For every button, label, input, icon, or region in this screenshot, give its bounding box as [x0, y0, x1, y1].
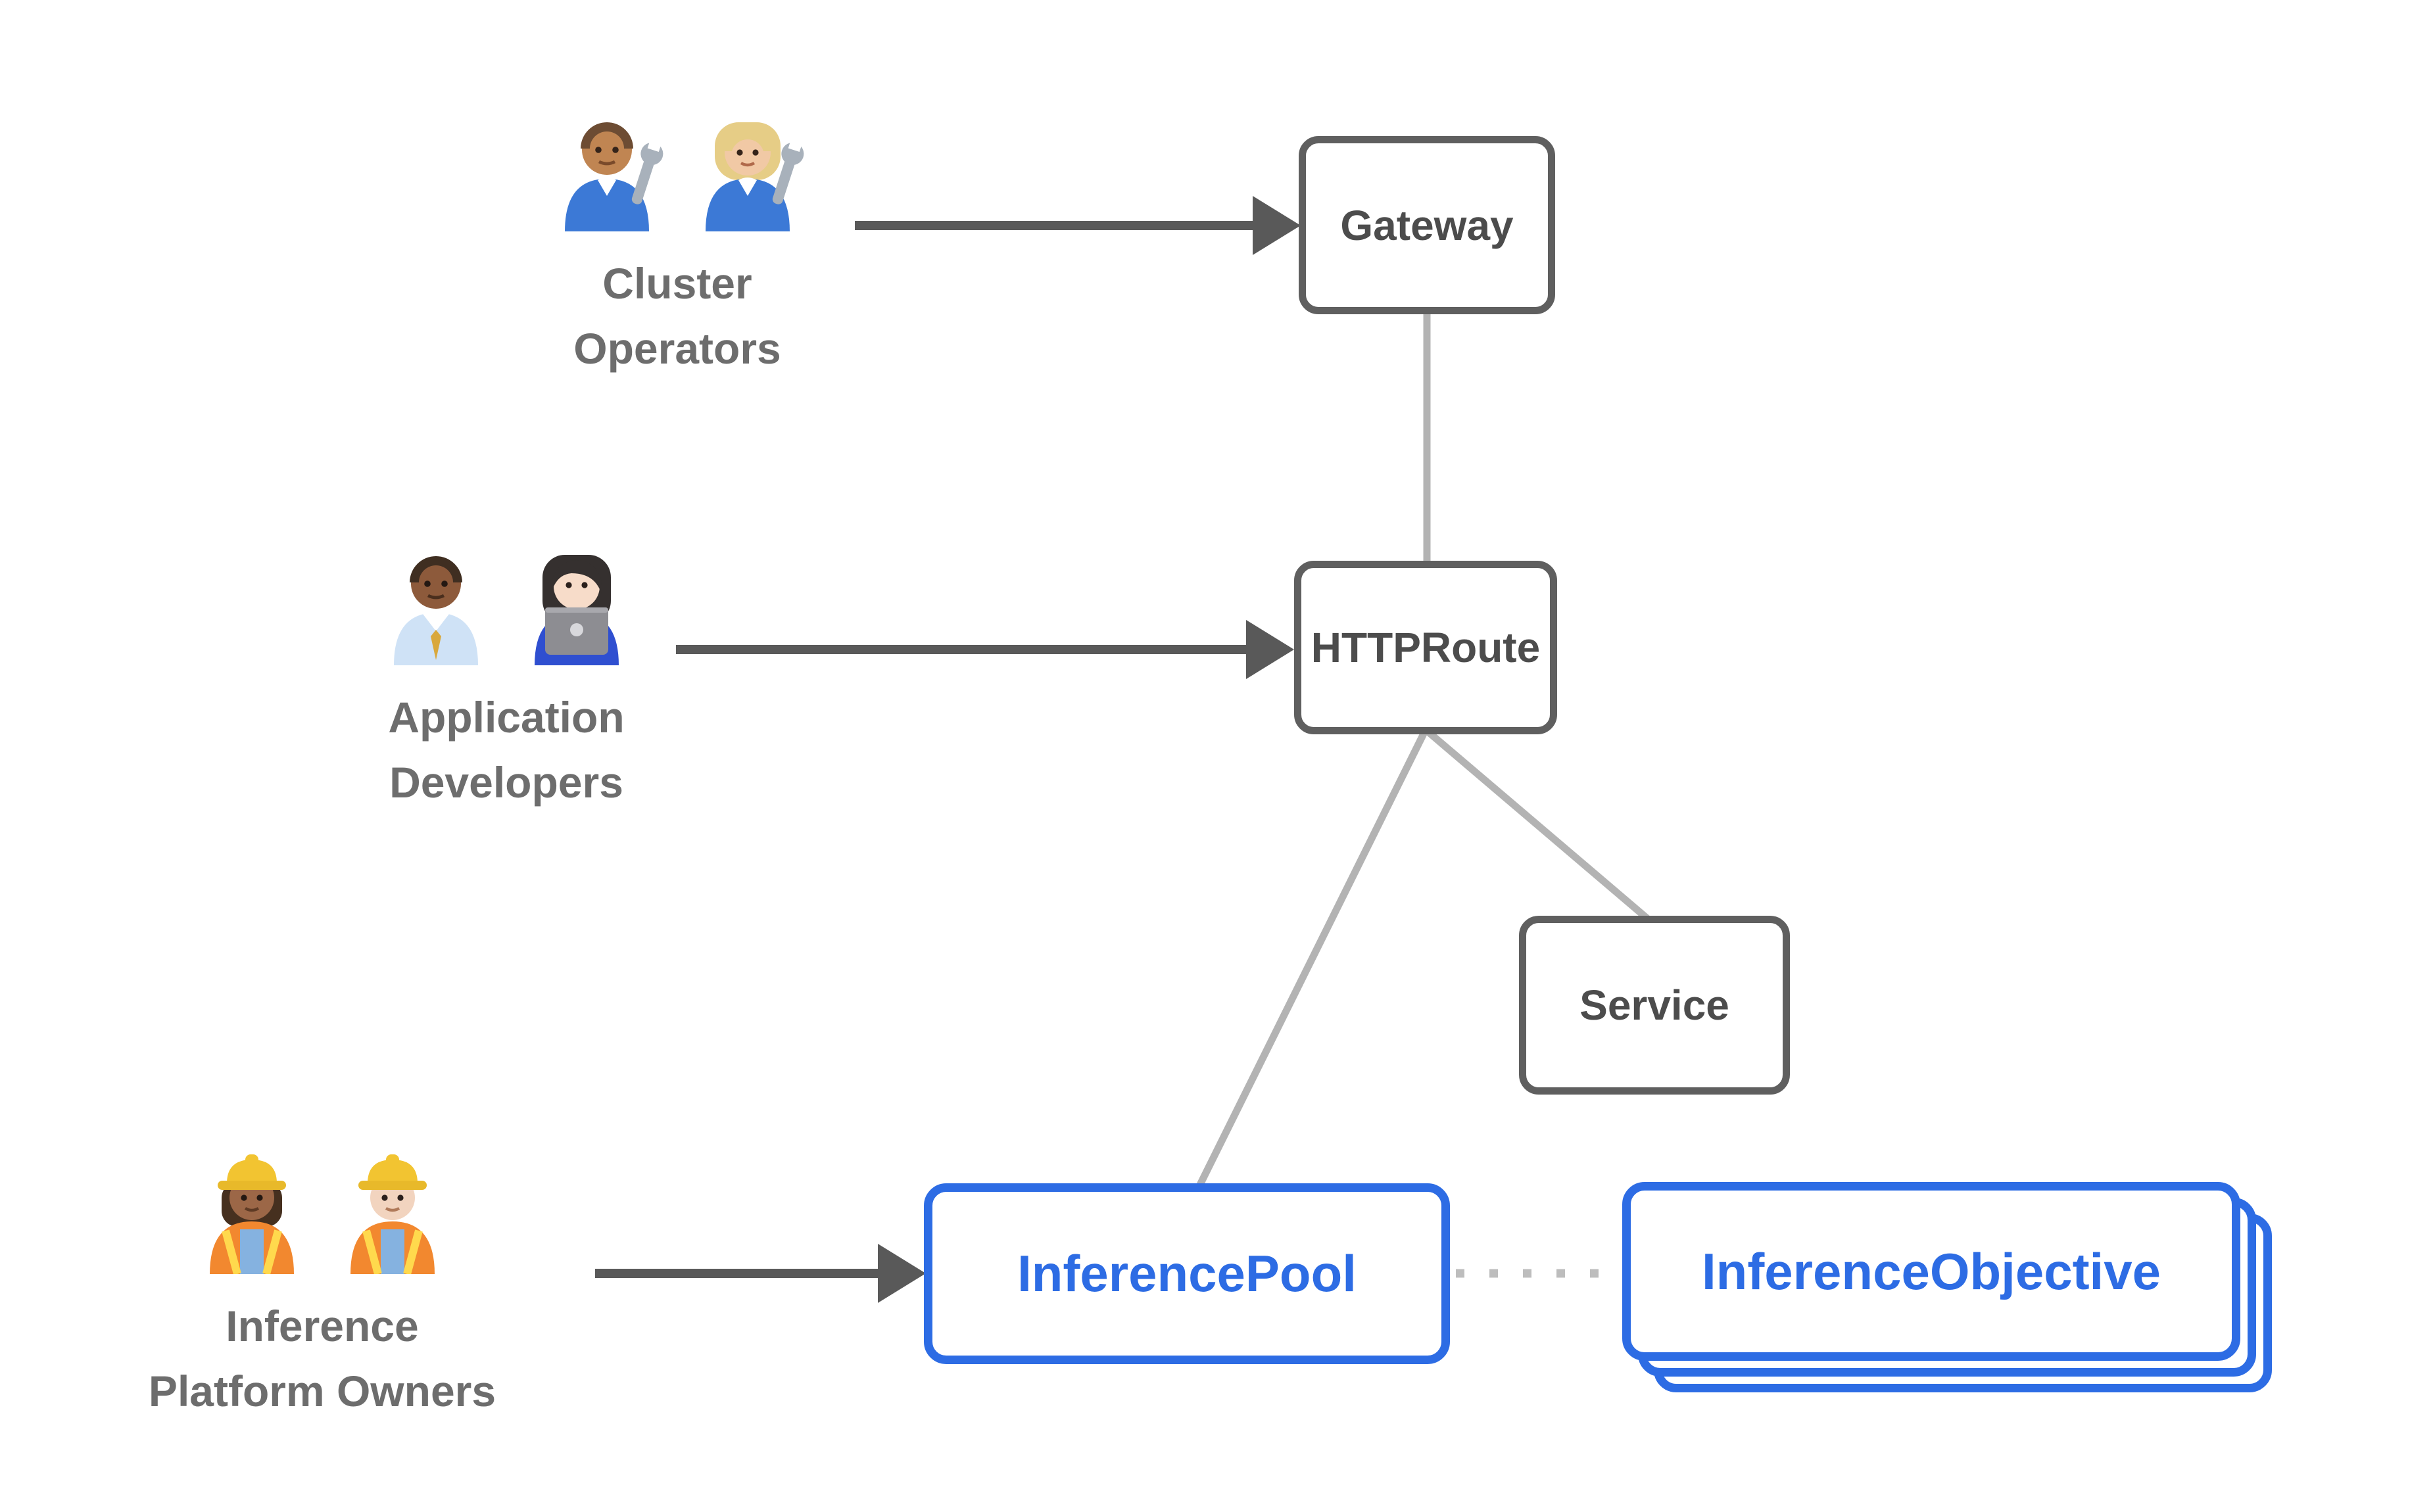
node-httproute: HTTPRoute — [1294, 561, 1557, 734]
woman-construction-worker-icon — [210, 1154, 294, 1274]
persona-application-developers: Application Developers — [296, 534, 717, 815]
arrow-application-developers-to-httproute — [676, 620, 1294, 679]
node-gateway: Gateway — [1299, 136, 1555, 314]
application-developers-label: Application Developers — [296, 685, 717, 815]
man-mechanic-icon — [565, 122, 663, 231]
cluster-operators-emojis — [460, 100, 894, 231]
inferenceobjective-label: InferenceObjective — [1702, 1242, 2161, 1300]
cluster-operators-label-line2: Operators — [573, 324, 781, 373]
woman-technologist-icon — [535, 555, 619, 665]
link-httproute-service — [1423, 726, 1650, 922]
service-label: Service — [1579, 981, 1729, 1029]
link-httproute-inferencepool — [1197, 728, 1429, 1187]
persona-cluster-operators: Cluster Operators — [460, 100, 894, 381]
httproute-label: HTTPRoute — [1311, 624, 1541, 671]
woman-mechanic-icon — [706, 122, 804, 231]
application-developers-emojis — [296, 534, 717, 665]
inference-platform-owners-label-line2: Platform Owners — [148, 1367, 496, 1415]
application-developers-label-line2: Developers — [389, 758, 623, 807]
node-inferencepool: InferencePool — [924, 1183, 1450, 1364]
cluster-operators-label-line1: Cluster — [602, 259, 752, 308]
node-inferenceobjective-stack: InferenceObjective — [1622, 1182, 2273, 1394]
inferencepool-label: InferencePool — [1017, 1244, 1357, 1302]
man-construction-worker-icon — [350, 1154, 435, 1274]
inference-platform-owners-emojis — [99, 1143, 546, 1274]
application-developers-label-line1: Application — [388, 693, 625, 742]
inference-platform-owners-label-line1: Inference — [226, 1302, 419, 1350]
node-service: Service — [1519, 916, 1790, 1095]
man-office-worker-icon — [394, 556, 478, 665]
gateway-label: Gateway — [1340, 201, 1514, 249]
node-inferenceobjective: InferenceObjective — [1622, 1182, 2240, 1361]
arrow-cluster-operators-to-gateway — [855, 196, 1301, 255]
inference-platform-owners-label: Inference Platform Owners — [99, 1294, 546, 1424]
cluster-operators-label: Cluster Operators — [460, 251, 894, 381]
arrow-inference-platform-owners-to-inferencepool — [595, 1244, 926, 1303]
persona-inference-platform-owners: Inference Platform Owners — [99, 1143, 546, 1424]
